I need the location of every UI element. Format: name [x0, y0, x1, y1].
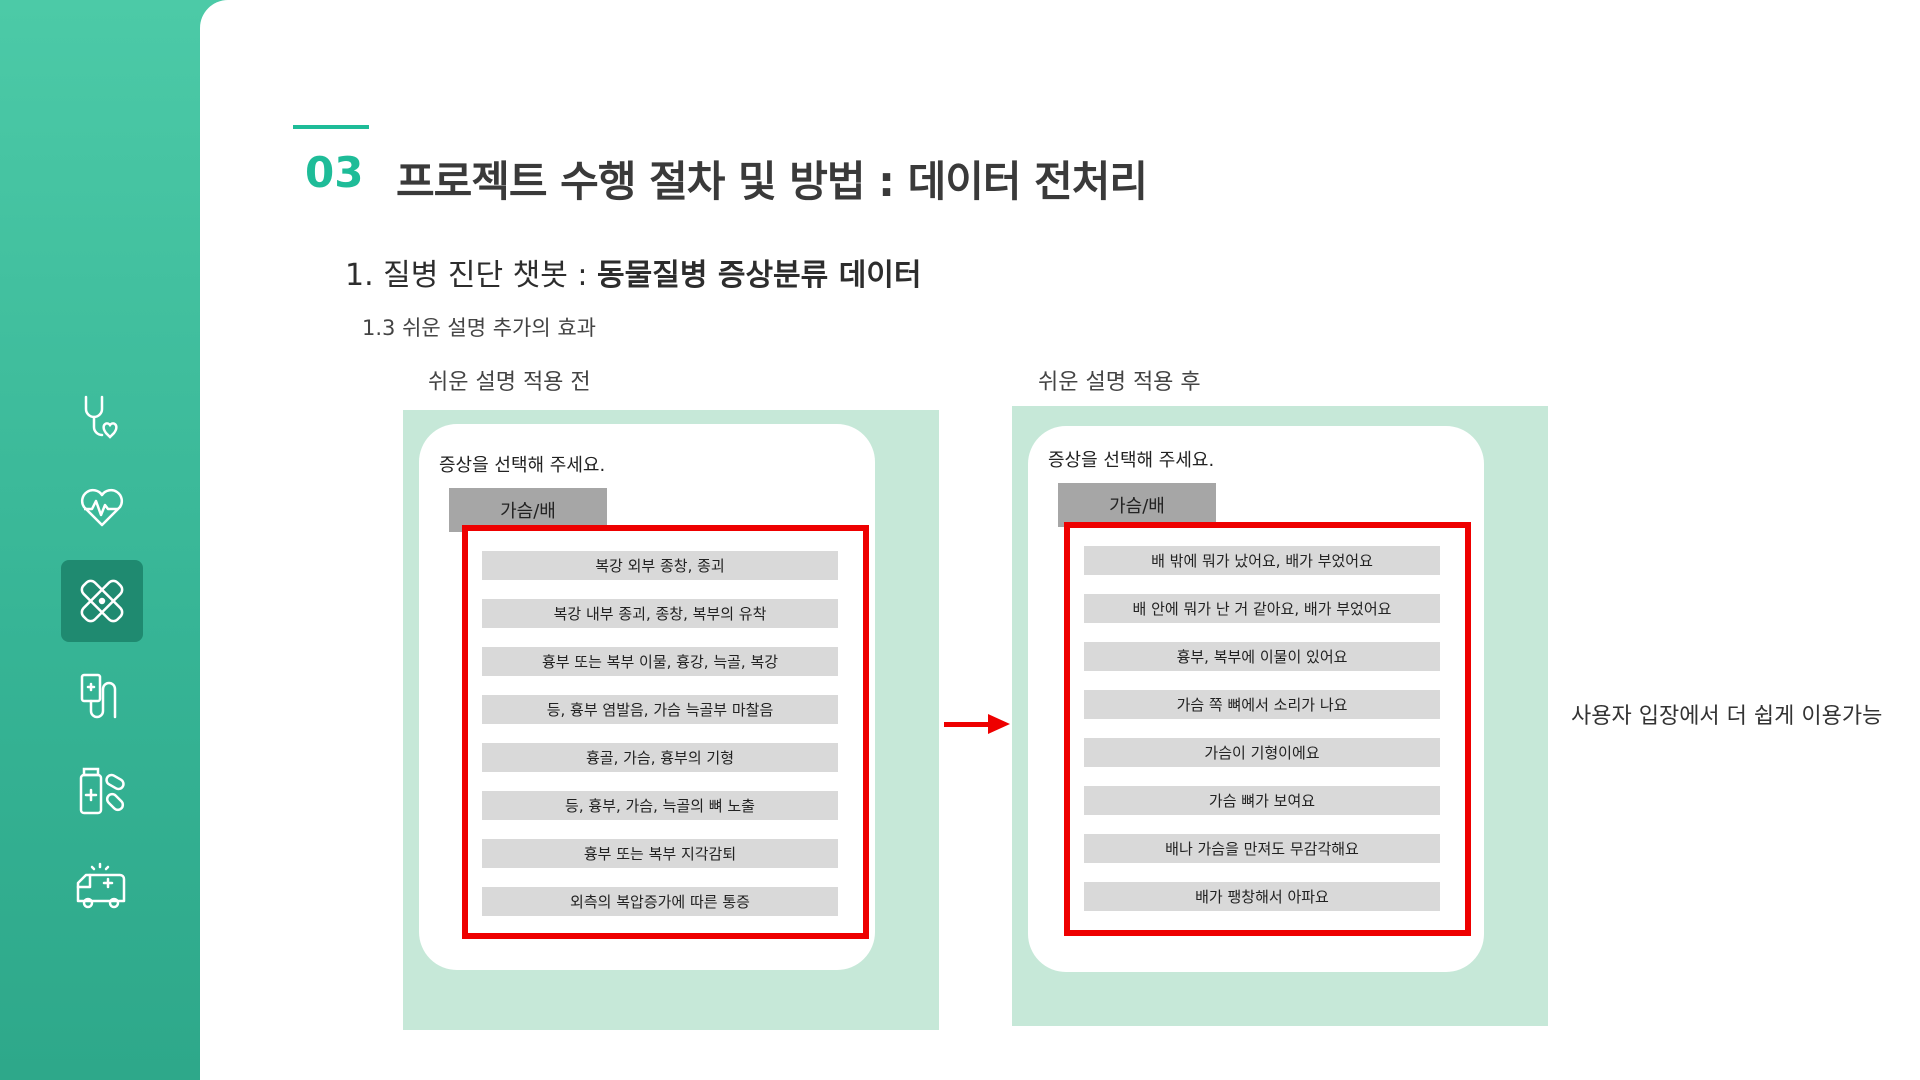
ambulance-icon — [76, 862, 126, 909]
before-panel: 증상을 선택해 주세요. 가슴/배 복강 외부 종창, 종괴 복강 내부 종괴,… — [403, 410, 939, 1030]
after-option[interactable]: 배가 팽창해서 아파요 — [1084, 882, 1440, 911]
before-options-highlight: 복강 외부 종창, 종괴 복강 내부 종괴, 종창, 복부의 유착 흉부 또는 … — [462, 525, 869, 939]
before-caption: 쉬운 설명 적용 전 — [428, 370, 591, 395]
iv-tube-icon — [80, 673, 117, 719]
subtitle-bold: 동물질병 증상분류 데이터 — [597, 258, 922, 293]
after-option[interactable]: 배나 가슴을 만져도 무감각해요 — [1084, 834, 1440, 863]
subtitle: 1. 질병 진단 챗봇 : 동물질병 증상분류 데이터 — [345, 250, 922, 294]
after-caption: 쉬운 설명 적용 후 — [1038, 370, 1201, 395]
sidebar — [0, 0, 230, 1080]
sidebar-item-heartbeat[interactable] — [61, 466, 143, 548]
after-options-highlight: 배 밖에 뭐가 났어요, 배가 부었어요 배 안에 뭐가 난 거 같아요, 배가… — [1064, 522, 1471, 936]
stethoscope-heart-icon — [84, 395, 118, 439]
subtitle-prefix: 1. 질병 진단 챗봇 : — [345, 258, 598, 293]
sidebar-item-ambulance[interactable] — [61, 848, 143, 930]
before-option[interactable]: 외측의 복압증가에 따른 통증 — [482, 887, 838, 916]
after-panel: 증상을 선택해 주세요. 가슴/배 배 밖에 뭐가 났어요, 배가 부었어요 배… — [1012, 406, 1548, 1026]
after-option[interactable]: 배 안에 뭐가 난 거 같아요, 배가 부었어요 — [1084, 594, 1440, 623]
before-option[interactable]: 흉부 또는 복부 이물, 흉강, 늑골, 복강 — [482, 647, 838, 676]
before-phone-screen: 증상을 선택해 주세요. 가슴/배 복강 외부 종창, 종괴 복강 내부 종괴,… — [419, 424, 875, 970]
before-prompt: 증상을 선택해 주세요. — [439, 455, 606, 476]
subsection-title: 1.3 쉬운 설명 추가의 효과 — [362, 316, 596, 340]
after-option[interactable]: 가슴 뼈가 보여요 — [1084, 786, 1440, 815]
after-option[interactable]: 가슴 쪽 뼈에서 소리가 나요 — [1084, 690, 1440, 719]
sidebar-item-iv[interactable] — [61, 656, 143, 738]
sidebar-item-stethoscope[interactable] — [61, 378, 143, 460]
arrow-right-icon — [944, 714, 1010, 734]
sidebar-item-medicine[interactable] — [61, 752, 143, 834]
before-option[interactable]: 흉부 또는 복부 지각감퇴 — [482, 839, 838, 868]
heartbeat-icon — [80, 488, 124, 527]
bandage-icon — [80, 579, 124, 623]
after-phone-screen: 증상을 선택해 주세요. 가슴/배 배 밖에 뭐가 났어요, 배가 부었어요 배… — [1028, 426, 1484, 972]
before-option[interactable]: 복강 외부 종창, 종괴 — [482, 551, 838, 580]
accent-line — [293, 125, 369, 129]
before-tab-chest-belly[interactable]: 가슴/배 — [449, 488, 607, 532]
after-option[interactable]: 가슴이 기형이에요 — [1084, 738, 1440, 767]
after-tab-chest-belly[interactable]: 가슴/배 — [1058, 483, 1216, 527]
effect-note: 사용자 입장에서 더 쉽게 이용가능 — [1571, 704, 1883, 729]
section-number: 03 — [305, 148, 364, 197]
before-option[interactable]: 복강 내부 종괴, 종창, 복부의 유착 — [482, 599, 838, 628]
page-title: 프로젝트 수행 절차 및 방법 : 데이터 전처리 — [396, 157, 1148, 206]
after-prompt: 증상을 선택해 주세요. — [1048, 450, 1215, 471]
after-option[interactable]: 배 밖에 뭐가 났어요, 배가 부었어요 — [1084, 546, 1440, 575]
after-option[interactable]: 흉부, 복부에 이물이 있어요 — [1084, 642, 1440, 671]
sidebar-item-bandage[interactable] — [61, 560, 143, 642]
before-option[interactable]: 등, 흉부, 가슴, 늑골의 뼈 노출 — [482, 791, 838, 820]
before-option[interactable]: 등, 흉부 염발음, 가슴 늑골부 마찰음 — [482, 695, 838, 724]
medicine-pills-icon — [79, 767, 125, 815]
before-option[interactable]: 흉골, 가슴, 흉부의 기형 — [482, 743, 838, 772]
